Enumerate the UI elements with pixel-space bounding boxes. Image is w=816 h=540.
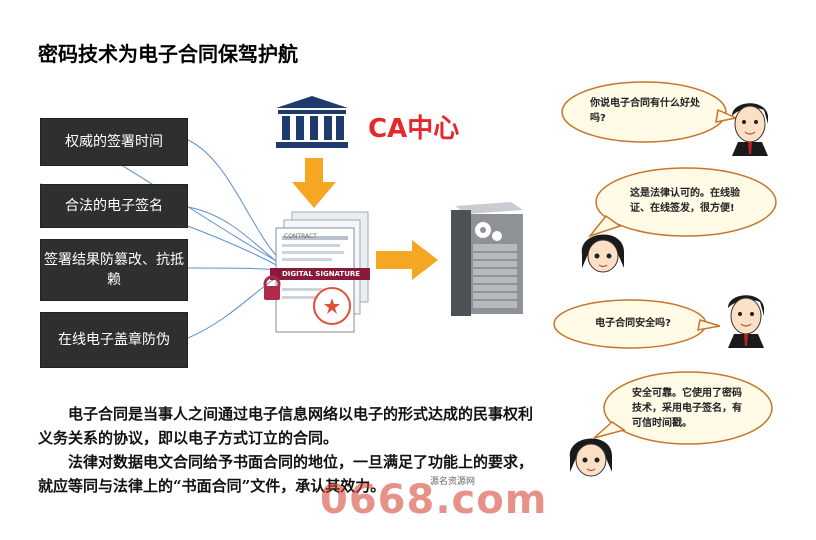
paragraph-definition: 电子合同是当事人之间通过电子信息网络以电子的形式达成的民事权利义务关系的协议，即…: [38, 405, 534, 447]
speech-bubble-3: 电子合同安全吗?: [595, 318, 671, 329]
watermark-logo: 0668.com: [320, 477, 548, 523]
server-icon: [451, 202, 523, 316]
watermark-caption: 源名资源网: [430, 477, 476, 487]
feature-tamper-proof: 签署结果防篡改、抗抵赖: [40, 239, 188, 301]
contract-document-icon: [263, 211, 370, 333]
woman-avatar-icon-2: [569, 438, 613, 477]
man-avatar-icon: [732, 103, 768, 156]
arrow-right-icon: [376, 240, 438, 280]
paragraph-legal: 法律对数据电文合同给予书面合同的地位，一旦满足了功能上的要求，就应等同与法律上的…: [38, 453, 534, 495]
arrow-down-icon: [292, 158, 336, 208]
bank-icon: [276, 96, 348, 148]
speech-bubble-4: 安全可靠。它使用了密码技术，采用电子签名，有可信时间戳。: [632, 388, 742, 429]
page-title: 密码技术为电子合同保驾护航: [38, 42, 298, 66]
feature-legal-signature: 合法的电子签名: [40, 184, 188, 228]
contract-header-text: CONTRACT: [284, 233, 317, 240]
speech-bubble-2: 这是法律认可的。在线验证、在线签发，很方便!: [630, 188, 740, 214]
contract-banner-text: DIGITAL SIGNATURE: [282, 270, 361, 278]
speech-bubble-1: 你说电子合同有什么好处吗?: [590, 98, 700, 124]
explanation-text: 电子合同是当事人之间通过电子信息网络以电子的形式达成的民事权利义务关系的协议，即…: [38, 402, 538, 498]
ca-center-label: CA中心: [368, 114, 460, 144]
man-avatar-icon-2: [728, 295, 764, 348]
woman-avatar-icon: [581, 234, 625, 273]
feature-online-seal: 在线电子盖章防伪: [40, 312, 188, 368]
feature-signing-time: 权威的签署时间: [40, 118, 188, 166]
